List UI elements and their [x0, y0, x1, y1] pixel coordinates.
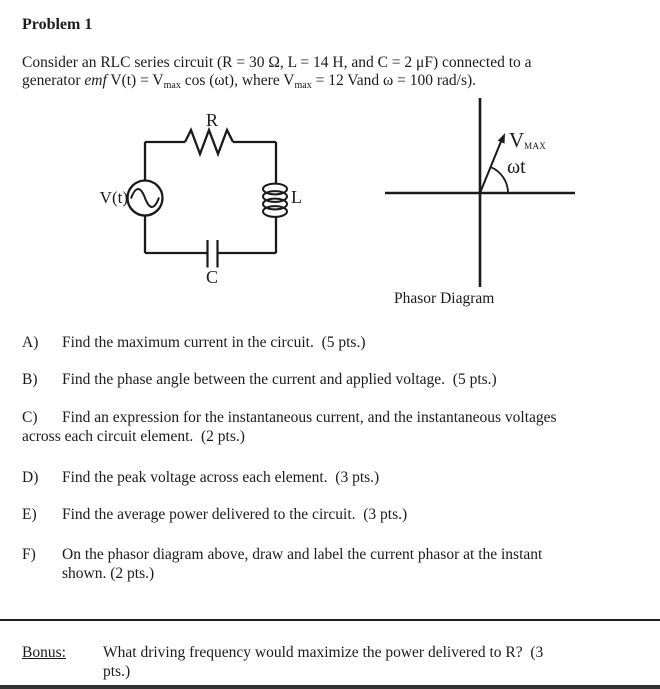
inductor-label: L: [291, 187, 302, 207]
phasor-arrow-head: [497, 133, 505, 144]
item-d-text: Find the peak voltage across each elemen…: [62, 469, 380, 486]
diagram-canvas: [126, 98, 575, 287]
vmax-main: V: [509, 128, 525, 152]
section-divider: [0, 619, 660, 621]
item-e-text: Find the average power delivered to the …: [62, 506, 408, 523]
resistor-label: R: [205, 110, 218, 130]
inductor-symbol: [262, 182, 288, 218]
bonus-label: Bonus:: [22, 644, 66, 661]
item-a-label: A): [22, 334, 39, 351]
circuit-diagram: [126, 126, 288, 268]
phasor-arrow-shaft: [479, 138, 503, 194]
capacitor-label: C: [205, 267, 218, 287]
source-label: V(t): [99, 188, 128, 207]
phasor-diagram: [385, 98, 575, 287]
item-c-label: C): [22, 409, 38, 426]
item-f-text-line1: On the phasor diagram above, draw and la…: [62, 546, 543, 563]
phasor-caption: Phasor Diagram: [394, 290, 495, 307]
item-b-label: B): [22, 371, 38, 388]
intro-text: generator: [22, 72, 85, 90]
vmax-sub: MAX: [524, 141, 547, 151]
intro-text: cos (ωt), where V: [180, 72, 295, 90]
phasor-vmax-label: VMAX: [509, 128, 546, 153]
item-c-text-line2: across each circuit element. (2 pts.): [22, 428, 245, 445]
ac-source-sine: [130, 188, 160, 208]
capacitor-symbol: [206, 240, 219, 268]
item-b-text: Find the phase angle between the current…: [62, 371, 497, 388]
emf-italic: emf: [84, 72, 107, 90]
intro-text: V(t) = V: [106, 72, 164, 90]
phasor-angle-arc: [490, 166, 509, 194]
vmax-subscript: max: [294, 80, 312, 92]
intro-line-1: Consider an RLC series circuit (R = 30 Ω…: [22, 53, 532, 71]
intro-paragraph: Consider an RLC series circuit (R = 30 Ω…: [22, 54, 642, 91]
resistor-symbol: [183, 126, 235, 158]
item-d-label: D): [22, 469, 39, 486]
vmax-subscript: max: [163, 80, 181, 92]
bonus-text-line2: pts.): [103, 663, 131, 680]
intro-text: = 12 Vand ω = 100 rad/s).: [311, 72, 477, 90]
intro-line-2: generator emf V(t) = Vmax cos (ωt), wher…: [22, 72, 477, 92]
item-f-label: F): [22, 546, 36, 563]
phasor-angle-label: ωt: [507, 156, 526, 178]
item-c-text-line1: Find an expression for the instantaneous…: [62, 409, 557, 426]
item-f-text-line2: shown. (2 pts.): [62, 565, 155, 582]
item-a-text: Find the maximum current in the circuit.…: [62, 334, 366, 351]
bonus-text-line1: What driving frequency would maximize th…: [103, 644, 544, 661]
page-bottom-edge: [0, 685, 660, 689]
item-e-label: E): [22, 506, 37, 523]
page-title: Problem 1: [22, 15, 93, 33]
circuit-wires: [143, 140, 278, 255]
